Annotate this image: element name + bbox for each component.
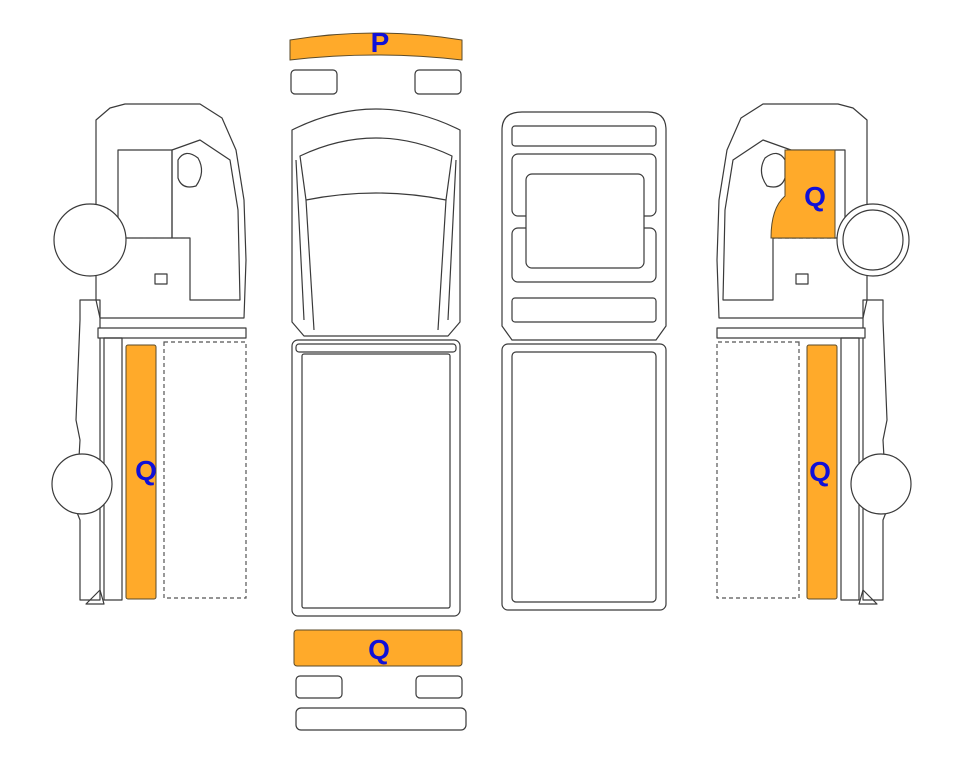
top-view — [289, 32, 467, 731]
right-cab-door-label: Q — [804, 181, 826, 212]
left-mirror — [177, 152, 203, 188]
left-floor-strip — [97, 327, 247, 339]
headlight-right — [414, 69, 462, 95]
roof-panel — [525, 173, 645, 269]
rear-bumper-zone — [293, 629, 463, 667]
rear-step — [295, 707, 467, 731]
left-bed-dashed — [163, 341, 247, 599]
front-bumper-label: P — [371, 27, 390, 58]
headlight-left — [290, 69, 338, 95]
rear-bumper-label: Q — [368, 634, 390, 665]
left-cargo-label: Q — [135, 455, 157, 486]
right-side-view — [716, 103, 912, 605]
left-cargo-side-zone — [125, 344, 157, 600]
right-front-wheel — [842, 209, 904, 271]
cargo-bed-top — [291, 339, 461, 617]
underside-view — [501, 111, 667, 611]
front-bumper-zone — [289, 32, 463, 61]
left-rear-wheel — [51, 453, 113, 515]
taillight-left — [295, 675, 343, 699]
taillight-right — [415, 675, 463, 699]
left-front-wheel — [53, 203, 127, 277]
cab-top — [291, 108, 461, 337]
right-cargo-label: Q — [809, 456, 831, 487]
left-chassis — [75, 299, 101, 601]
left-side-view — [51, 103, 247, 605]
bed-underside — [501, 343, 667, 611]
